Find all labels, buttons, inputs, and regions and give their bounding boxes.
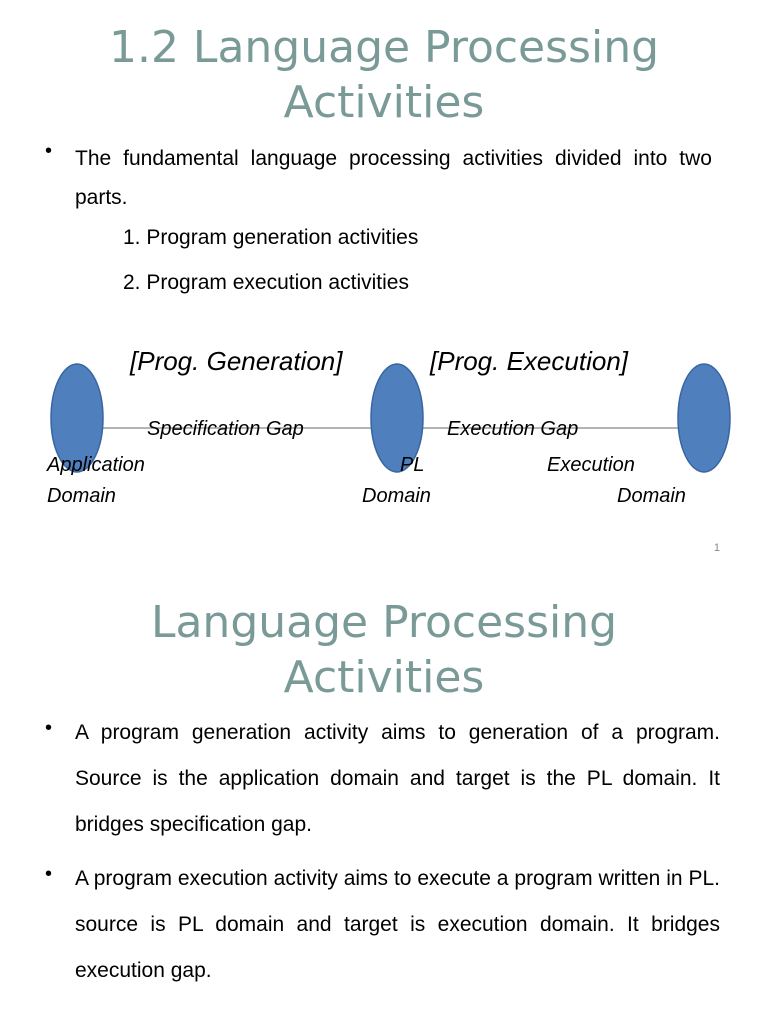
domain-line2: Domain — [47, 485, 116, 507]
bullet-marker: • — [45, 717, 53, 739]
intro-text: The fundamental language processing acti… — [75, 147, 712, 209]
page-number: 1 — [713, 542, 720, 554]
application-domain-label: Application Domain — [47, 450, 145, 512]
domain-line2: Domain — [362, 485, 431, 507]
bullet-text: A program execution activity aims to exe… — [75, 867, 720, 982]
slide-title: 1.2 Language Processing Activities — [108, 22, 660, 128]
domain-line2: Domain — [617, 485, 686, 507]
slide-1: 1.2 Language Processing Activities • The… — [0, 22, 768, 554]
list-item: 1. Program generation activities — [123, 226, 419, 249]
slide-title: Language Processing Activities — [150, 597, 618, 703]
execution-gap-label: Execution Gap — [447, 418, 579, 440]
execution-domain-node — [677, 363, 731, 473]
pl-domain-node — [370, 363, 424, 473]
bullet-text: A program generation activity aims to ge… — [75, 721, 720, 836]
bullet-marker: • — [45, 140, 53, 162]
diagram: [Prog. Generation] [Prog. Execution] Spe… — [0, 340, 768, 520]
domain-line1: Execution — [547, 454, 635, 476]
bullet-marker: • — [45, 863, 53, 885]
list-item: 2. Program execution activities — [123, 271, 409, 294]
domain-line1: Application — [47, 454, 145, 476]
slide-2: Language Processing Activities • A progr… — [0, 575, 768, 1024]
execution-domain-label: Execution Domain — [547, 450, 686, 512]
domain-line1: PL — [400, 454, 425, 476]
diagram-shapes — [50, 363, 731, 473]
prog-generation-label: [Prog. Generation] — [130, 346, 343, 376]
pl-domain-label: PL Domain — [362, 450, 431, 512]
specification-gap-label: Specification Gap — [147, 418, 304, 440]
prog-execution-label: [Prog. Execution] — [430, 346, 628, 376]
application-domain-node — [50, 363, 104, 473]
